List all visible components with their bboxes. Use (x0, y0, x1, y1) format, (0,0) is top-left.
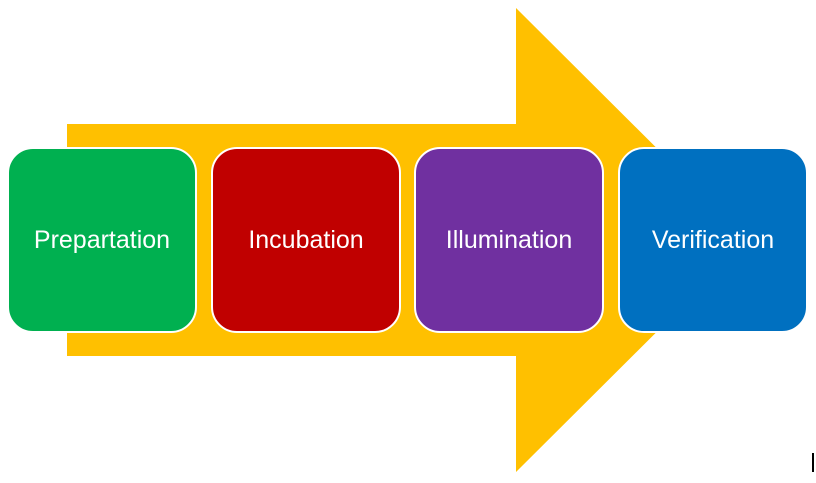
step-label: Verification (651, 225, 775, 254)
step-label: Incubation (248, 225, 364, 254)
step-label: Prepartation (33, 225, 171, 254)
text-cursor (812, 453, 814, 472)
step-preparation: Prepartation (7, 147, 197, 333)
arrow-shape (67, 8, 749, 472)
step-incubation: Incubation (211, 147, 401, 333)
step-illumination: Illumination (414, 147, 604, 333)
step-verification: Verification (618, 147, 808, 333)
step-label: Illumination (445, 225, 573, 254)
